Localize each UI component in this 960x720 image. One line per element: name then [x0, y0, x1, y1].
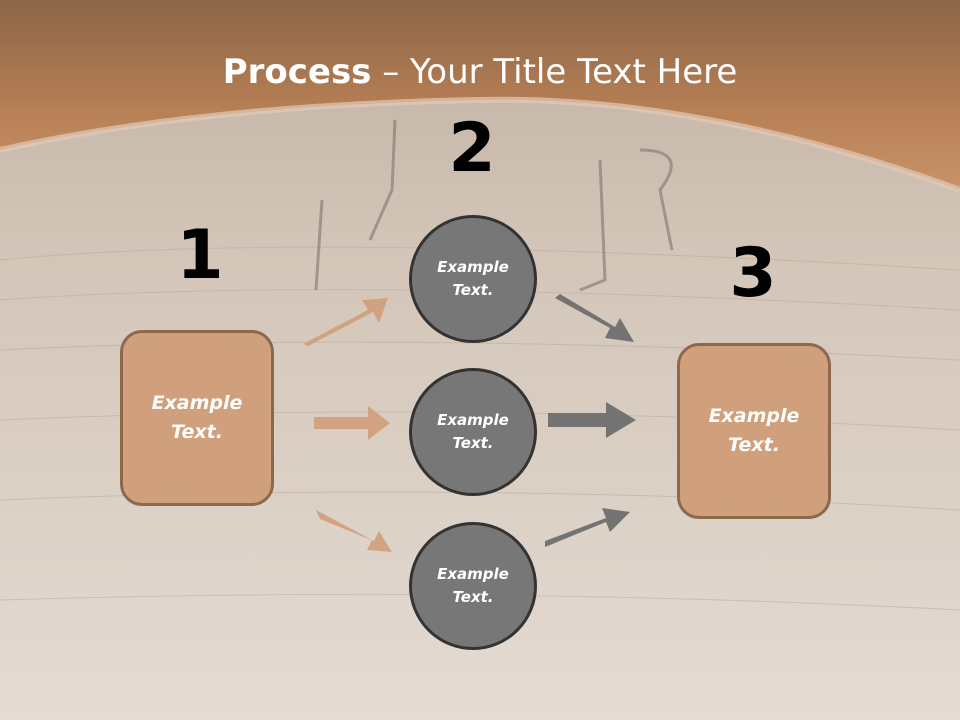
title-rest: – Your Title Text Here — [371, 52, 738, 92]
arrow-middle-to-right — [548, 402, 636, 438]
right-box: Example Text. — [677, 343, 831, 519]
title-bold: Process — [222, 52, 372, 92]
arrow-left-to-top — [303, 298, 388, 346]
arrow-left-to-middle — [314, 406, 390, 440]
step-number-1: 1 — [176, 216, 224, 295]
arrow-left-to-bottom — [316, 510, 392, 552]
left-box: Example Text. — [120, 330, 274, 506]
circle-middle: Example Text. — [409, 368, 537, 496]
arrow-top-to-right — [555, 294, 634, 342]
circle-bottom: Example Text. — [409, 522, 537, 650]
arrow-bottom-to-right — [545, 508, 630, 547]
step-number-2: 2 — [448, 109, 496, 188]
step-number-3: 3 — [729, 234, 777, 313]
slide-title: Process – Your Title Text Here — [0, 52, 960, 92]
circle-top: Example Text. — [409, 215, 537, 343]
